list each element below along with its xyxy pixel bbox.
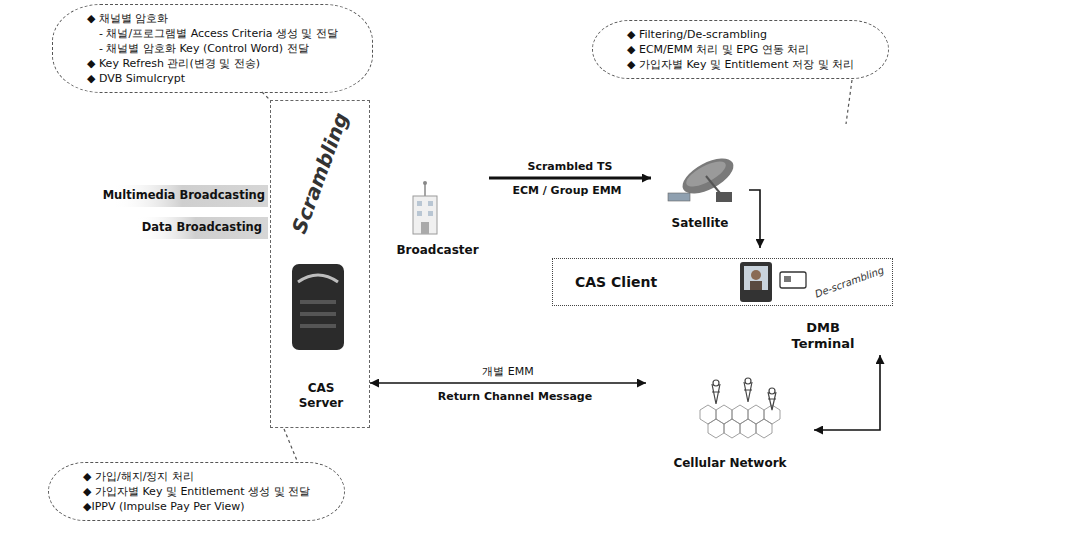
link-label: ECM / Group EMM [512, 184, 621, 198]
cellular-icon [756, 419, 772, 438]
node-label: Cellular Network [636, 456, 824, 470]
connector-arrow [749, 190, 760, 248]
callout-tail [262, 80, 852, 463]
broadcaster-icon [424, 184, 426, 196]
edge-label: Scrambled TS [525, 160, 616, 174]
phone-icon [740, 262, 772, 302]
callout-text: ◆ 가입/해지/정지 처리 [83, 469, 310, 484]
broadcaster-icon [413, 181, 437, 234]
broadcaster-icon [428, 201, 433, 206]
service-label: Data Broadcasting [142, 220, 262, 234]
broadcaster-node: Broadcaster [386, 170, 489, 260]
callout-text: ◆ DVB Simulcrypt [87, 71, 338, 86]
server-icon [300, 312, 336, 316]
callout-tail [846, 80, 852, 124]
callout-bubble: ◆ 가입/해지/정지 처리◆ 가입자별 Key 및 Entitlement 생성… [48, 462, 345, 521]
satellite-icon [683, 157, 729, 192]
card-icon [780, 272, 806, 288]
callout-text: ◆ Key Refresh 관리(변경 및 전송) [87, 56, 338, 71]
satellite-icon [668, 151, 739, 202]
cellular-icon [732, 405, 748, 424]
callout-bubble: ◆ Filtering/De-scrambling◆ ECM/EMM 처리 및 … [592, 20, 889, 79]
satellite-icon [668, 193, 690, 201]
broadcaster-icon [421, 222, 429, 234]
callout-tail [284, 429, 298, 463]
node-label: Satellite [651, 216, 749, 230]
cellular-icon [713, 380, 719, 386]
card-icon [784, 276, 791, 282]
cellular-node: Cellular Network [646, 370, 814, 472]
edge-label: 개별 EMM [479, 365, 536, 379]
node-label: DMB Terminal [781, 320, 865, 352]
phone-icon [744, 266, 768, 290]
broadcaster-icon [417, 211, 422, 216]
cellular-icon [712, 378, 776, 410]
broadcaster-icon [417, 201, 422, 206]
node-label: De-scrambling [814, 264, 886, 299]
node-label: Broadcaster [386, 243, 489, 257]
broadcaster-icon [428, 211, 433, 216]
service-label: Multimedia Broadcasting [103, 188, 265, 202]
callout-text: ◆ Filtering/De-scrambling [627, 27, 854, 42]
terminal-node: DMB Terminal CAS Client De-scrambling [545, 248, 895, 355]
server-icon [300, 324, 336, 328]
broadcaster-icon [423, 181, 427, 185]
cellular-icon [748, 405, 764, 424]
satellite-icon [716, 192, 732, 202]
callout-text: ◆ 채널별 암호화 [87, 11, 338, 26]
satellite-node: Satellite [651, 140, 749, 232]
connector-arrow [370, 382, 646, 384]
cellular-icon [712, 384, 720, 404]
region-label: Scrambling [287, 109, 353, 237]
node-label: CAS Client [575, 274, 657, 290]
cellular-icon [724, 419, 740, 438]
cellular-icon [740, 419, 756, 438]
cellular-icon [708, 419, 724, 438]
broadcast-band [136, 217, 268, 239]
cellular-icon [716, 405, 732, 424]
connector-arrow [814, 355, 880, 430]
cellular-icon [744, 382, 752, 402]
phone-icon [750, 281, 762, 290]
callout-text: ◆IPPV (Impulse Pay Per View) [83, 499, 310, 514]
cellular-icon [745, 378, 751, 384]
callout-bubble: ◆ 채널별 암호화- 채널/프로그램별 Access Criteria 생성 및… [52, 4, 373, 93]
server-icon [292, 264, 344, 350]
callout-text: - 채널별 암호화 Key (Control Word) 전달 [87, 41, 338, 56]
callout-text: ◆ 가입자별 Key 및 Entitlement 저장 및 처리 [627, 57, 854, 72]
server-icon [300, 300, 336, 304]
broadcaster-icon [413, 196, 437, 234]
cellular-icon [700, 405, 716, 424]
connector-arrow [489, 177, 651, 180]
phone-icon [751, 270, 761, 280]
cellular-icon [768, 392, 776, 410]
callout-text: ◆ 가입자별 Key 및 Entitlement 생성 및 전달 [83, 484, 310, 499]
callout-text: - 채널/프로그램별 Access Criteria 생성 및 전달 [87, 26, 338, 41]
server-icon [298, 275, 338, 282]
cas-client-box: CAS Client De-scrambling [552, 258, 893, 306]
cellular-icon [769, 388, 775, 394]
card-icon [780, 272, 806, 288]
cellular-icon [700, 378, 780, 438]
region-label: CAS Server [291, 381, 351, 411]
server-icon [292, 264, 344, 350]
phone-icon [740, 262, 772, 302]
link-label: Return Channel Message [438, 390, 592, 404]
callout-text: ◆ ECM/EMM 처리 및 EPG 연동 처리 [627, 42, 854, 57]
cas-server-region: ScramblingCAS Server [270, 100, 370, 428]
